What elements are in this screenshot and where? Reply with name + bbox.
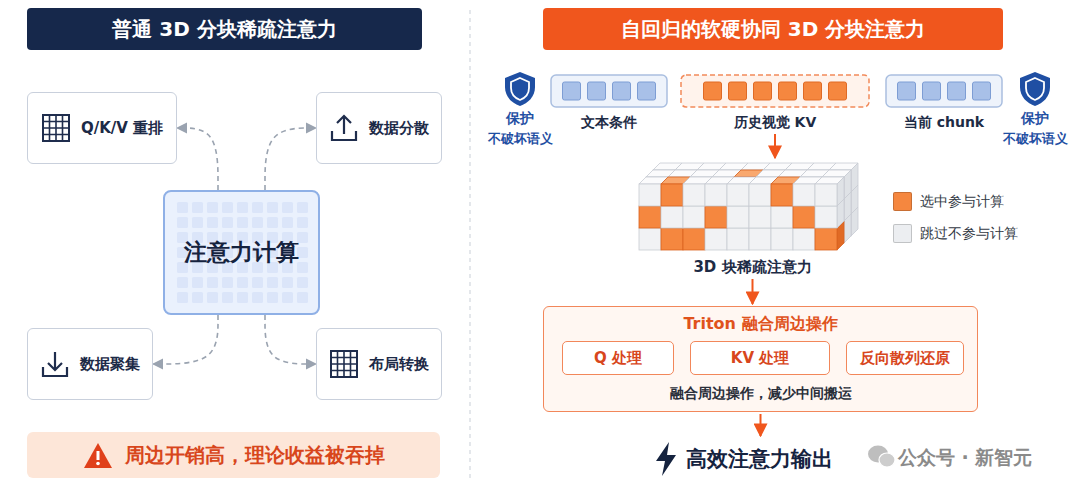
node-text: 普通 3D 分块稀疏注意力 [112, 16, 336, 43]
node-text: 周边开销高，理论收益被吞掉 [125, 442, 385, 469]
token-row [885, 74, 1003, 108]
watermark-icon [868, 446, 895, 468]
node-text: 3D 块稀疏注意力 [693, 258, 811, 277]
watermark: 公众号 · 新智元 [898, 445, 1032, 471]
table-icon [329, 349, 359, 379]
table-icon [41, 113, 71, 143]
legend-swatch [893, 224, 912, 243]
token-group: 当前 chunk [885, 74, 1003, 132]
sparse-attention-block: 3D 块稀疏注意力 [625, 160, 880, 277]
node-text: 文本条件 [581, 114, 637, 132]
legend-row: 选中参与计算 [893, 192, 1004, 211]
connector-arrow [774, 134, 776, 158]
node-text: Q/K/V 重排 [81, 119, 163, 138]
shield-icon [505, 72, 535, 106]
node-text: 当前 chunk [904, 114, 984, 132]
connector-arrow [177, 128, 218, 190]
shield-label: 不破坏语义 [1003, 130, 1068, 148]
shield-label: 不破坏语义 [488, 130, 553, 148]
node-text: 高效注意力输出 [686, 445, 833, 473]
warning-icon [83, 442, 113, 469]
node-text: KV 处理 [731, 349, 789, 368]
connector-arrow [752, 279, 754, 304]
lightning-icon [654, 442, 678, 476]
legend-row: 跳过不参与计算 [893, 224, 1018, 243]
block-cube [625, 160, 880, 256]
upload-icon [329, 113, 359, 143]
node-text: Triton 融合周边操作 [544, 314, 977, 335]
shield-label: 保护 [1021, 110, 1049, 128]
panel-header: 普通 3D 分块稀疏注意力 [27, 8, 422, 50]
node-text: 历史视觉 KV [734, 114, 817, 132]
token-group: 历史视觉 KV [680, 74, 870, 132]
panel-divider [469, 10, 470, 480]
warning-band: 周边开销高，理论收益被吞掉 [27, 432, 440, 478]
legend-swatch [893, 192, 912, 211]
legend-text: 选中参与计算 [920, 193, 1004, 211]
op-box: 反向散列还原 [846, 341, 964, 375]
connector-arrow [265, 315, 316, 364]
shield-icon [1020, 72, 1050, 106]
token-row [550, 74, 668, 108]
token-row [680, 74, 870, 108]
node-text: Q 处理 [594, 349, 642, 368]
token-group: 文本条件 [550, 74, 668, 132]
node-text: 注意力计算 [184, 237, 299, 268]
fusion-box: Triton 融合周边操作融合周边操作，减少中间搬运 Q 处理 KV 处理 反向散列还… [543, 306, 978, 412]
node-text: 布局转换 [369, 355, 429, 374]
node-text: 自回归的软硬协同 3D 分块注意力 [621, 16, 925, 43]
node-text: 反向散列还原 [860, 349, 950, 368]
legend-text: 跳过不参与计算 [920, 225, 1018, 243]
connector-arrow [760, 414, 762, 436]
overhead-box: Q/K/V 重排 [27, 92, 177, 164]
op-box: Q 处理 [562, 341, 674, 375]
download-icon [40, 349, 70, 379]
compute-box: 注意力计算 [163, 190, 320, 315]
shield-label: 保护 [506, 110, 534, 128]
overhead-box: 布局转换 [316, 328, 442, 400]
overhead-box: 数据分散 [316, 92, 442, 164]
node-text: 数据分散 [369, 119, 429, 138]
connector-arrow [153, 315, 218, 364]
node-text: 数据聚集 [80, 355, 140, 374]
overhead-box: 数据聚集 [27, 328, 153, 400]
output-node: 高效注意力输出 [648, 438, 838, 480]
op-box: KV 处理 [690, 341, 830, 375]
node-text: 融合周边操作，减少中间搬运 [544, 385, 977, 403]
panel-header: 自回归的软硬协同 3D 分块注意力 [543, 8, 1003, 50]
connector-arrow [265, 128, 316, 190]
